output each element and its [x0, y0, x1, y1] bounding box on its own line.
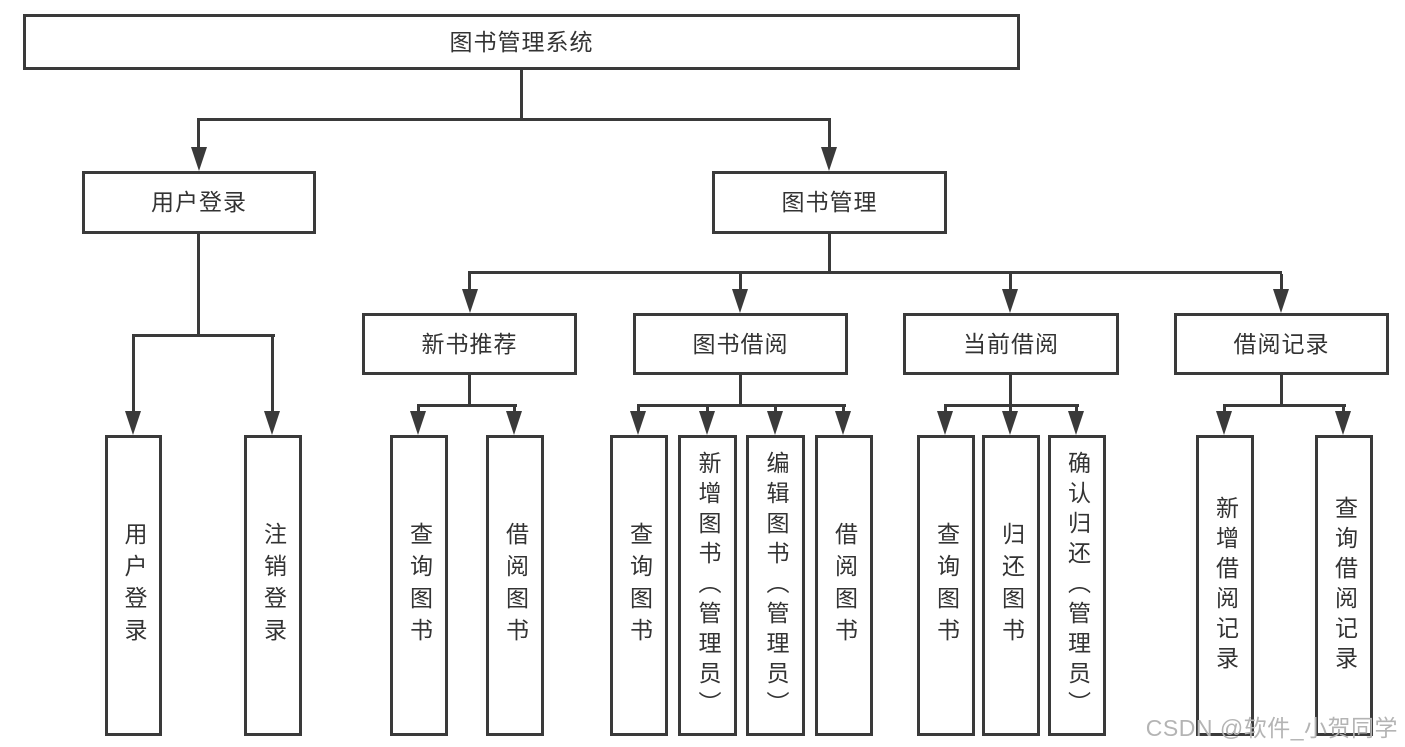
node-label: 借阅记录: [1233, 330, 1330, 357]
connector-line: [1280, 375, 1283, 407]
node-label: 编辑图书（管理员）: [763, 450, 789, 721]
node-label: 查询图书: [406, 521, 433, 650]
connector-arrowhead: [732, 289, 748, 313]
connector-line: [417, 404, 517, 407]
connector-line: [706, 407, 709, 413]
node-label: 借阅图书: [831, 521, 858, 650]
connector-line: [637, 407, 640, 413]
connector-line: [197, 118, 831, 121]
node-label: 新增借阅记录: [1212, 495, 1239, 676]
connector-line: [468, 375, 471, 407]
connector-line: [1009, 407, 1012, 413]
node-current-borrowing: 当前借阅: [903, 313, 1119, 375]
node-label: 确认归还（管理员）: [1064, 450, 1091, 721]
connector-line: [197, 234, 200, 337]
connector-line: [944, 407, 947, 413]
connector-line: [1223, 407, 1226, 413]
node-new-book-recommendation: 新书推荐: [362, 313, 577, 375]
leaf-borrow-books-recommend: 借阅图书: [486, 435, 544, 736]
node-label: 注销登录: [260, 521, 287, 650]
connector-arrowhead: [1335, 411, 1351, 435]
connector-line: [1280, 274, 1283, 290]
connector-arrowhead: [1002, 289, 1018, 313]
leaf-logout: 注销登录: [244, 435, 302, 736]
leaf-borrow-books: 借阅图书: [815, 435, 873, 736]
connector-line: [197, 121, 200, 151]
connector-arrowhead: [1002, 411, 1018, 435]
connector-arrowhead: [821, 147, 837, 171]
connector-line: [132, 334, 275, 337]
node-label: 图书借阅: [692, 330, 789, 357]
connector-line: [1223, 404, 1346, 407]
connector-arrowhead: [630, 411, 646, 435]
leaf-query-books-borrow: 查询图书: [610, 435, 668, 736]
connector-line: [132, 337, 135, 411]
watermark: CSDN @软件_小贺同学: [1145, 715, 1398, 741]
leaf-query-books-recommend: 查询图书: [390, 435, 448, 736]
leaf-query-borrow-record: 查询借阅记录: [1315, 435, 1373, 736]
connector-arrowhead: [1068, 411, 1084, 435]
connector-line: [944, 404, 1079, 407]
connector-line: [1009, 375, 1012, 407]
connector-arrowhead: [1273, 289, 1289, 313]
node-label: 用户登录: [121, 521, 147, 650]
node-book-borrowing: 图书借阅: [633, 313, 848, 375]
node-label: 图书管理系统: [449, 28, 594, 55]
leaf-confirm-return-admin: 确认归还（管理员）: [1048, 435, 1106, 736]
node-label: 查询图书: [933, 521, 960, 650]
node-label: 借阅图书: [502, 521, 529, 650]
connector-arrowhead: [699, 411, 715, 435]
node-book-management: 图书管理: [712, 171, 947, 234]
leaf-return-books: 归还图书: [982, 435, 1040, 736]
connector-line: [842, 407, 845, 413]
connector-arrowhead: [506, 411, 522, 435]
node-label: 查询借阅记录: [1331, 495, 1358, 676]
connector-arrowhead: [462, 289, 478, 313]
connector-line: [828, 121, 831, 151]
leaf-user-login: 用户登录: [105, 435, 162, 736]
connector-arrowhead: [191, 147, 207, 171]
connector-line: [1342, 407, 1345, 413]
node-label: 新增图书（管理员）: [695, 450, 721, 721]
connector-line: [271, 337, 274, 411]
leaf-add-borrow-record: 新增借阅记录: [1196, 435, 1254, 736]
connector-arrowhead: [767, 411, 783, 435]
connector-line: [468, 274, 471, 290]
connector-line: [739, 274, 742, 290]
connector-arrowhead: [835, 411, 851, 435]
connector-line: [1075, 407, 1078, 413]
connector-line: [417, 407, 420, 413]
node-label: 用户登录: [151, 189, 247, 215]
connector-line: [520, 70, 523, 121]
connector-arrowhead: [937, 411, 953, 435]
node-label: 查询图书: [626, 521, 653, 650]
node-label: 归还图书: [998, 521, 1025, 650]
connector-line: [828, 234, 831, 274]
node-library-management-system: 图书管理系统: [23, 14, 1020, 70]
connector-line: [774, 407, 777, 413]
node-user-login: 用户登录: [82, 171, 316, 234]
connector-line: [637, 404, 846, 407]
leaf-query-books-current: 查询图书: [917, 435, 975, 736]
connector-arrowhead: [125, 411, 141, 435]
connector-arrowhead: [410, 411, 426, 435]
connector-line: [739, 375, 742, 407]
connector-line: [1009, 274, 1012, 290]
connector-line: [468, 271, 1282, 274]
node-borrowing-records: 借阅记录: [1174, 313, 1389, 375]
connector-arrowhead: [264, 411, 280, 435]
node-label: 当前借阅: [963, 330, 1059, 357]
node-label: 图书管理: [781, 189, 878, 215]
connector-arrowhead: [1216, 411, 1232, 435]
leaf-add-books-admin: 新增图书（管理员）: [678, 435, 737, 736]
node-label: 新书推荐: [421, 330, 518, 357]
leaf-edit-books-admin: 编辑图书（管理员）: [746, 435, 805, 736]
connector-line: [513, 407, 516, 413]
